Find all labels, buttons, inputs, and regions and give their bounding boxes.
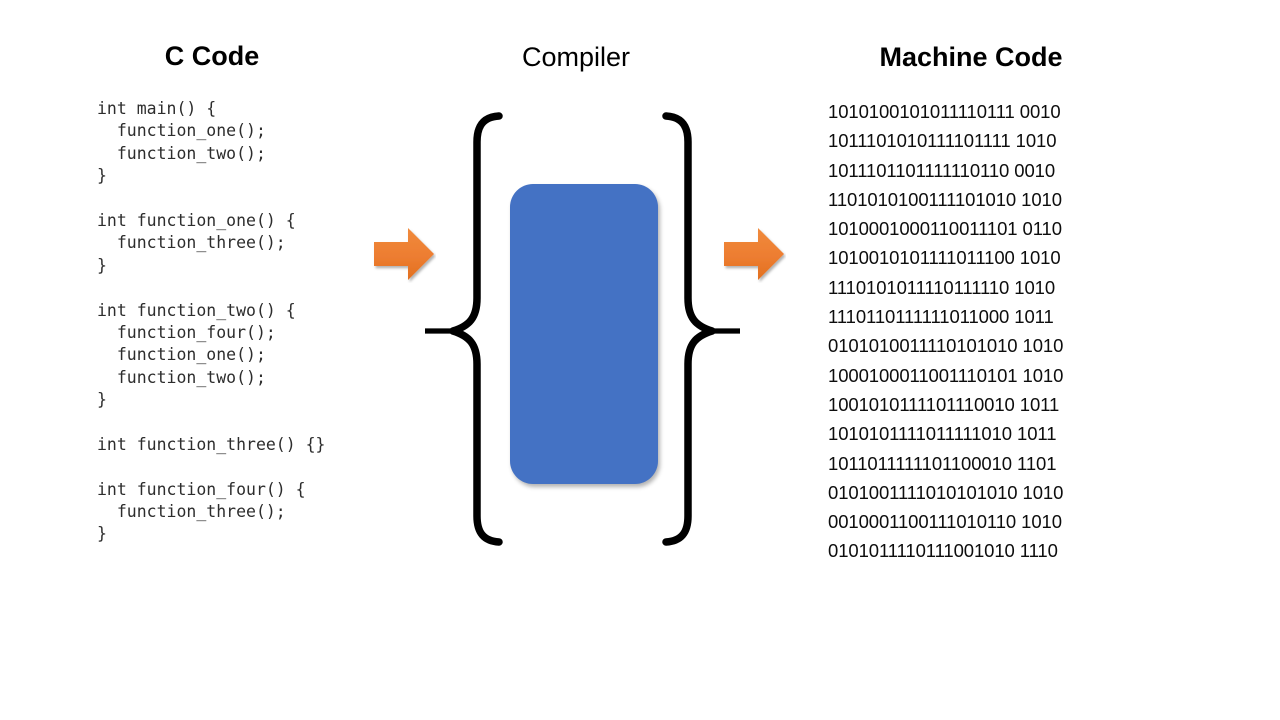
- code-line: int function_four() {: [97, 479, 306, 499]
- machine-code-listing: 1010100101011110111 0010 1011101010111101…: [828, 97, 1118, 566]
- code-line: function_three();: [97, 233, 286, 253]
- code-line: [97, 411, 427, 433]
- page-title-c-code: C Code: [164, 41, 260, 71]
- code-line: }: [97, 390, 107, 410]
- binary-line: 0101001111010101010 1010: [828, 481, 1064, 503]
- code-line: int main() {: [97, 99, 217, 118]
- right-curly-brace-icon: [640, 112, 743, 546]
- code-line: int function_one() {: [97, 210, 296, 230]
- binary-line: 1101010100111101010 1010: [828, 188, 1062, 210]
- code-line: int function_two() {: [97, 300, 296, 320]
- code-line: function_one();: [97, 121, 266, 141]
- code-line: int function_three() {}: [97, 434, 326, 454]
- code-line: [97, 456, 427, 478]
- page-title-compiler: Compiler: [521, 42, 631, 72]
- code-line: [97, 188, 427, 210]
- code-line: function_two();: [97, 143, 266, 163]
- binary-line: 1110101011110111110 1010: [828, 276, 1056, 298]
- binary-line: 1010010101111011100 1010: [828, 247, 1061, 269]
- binary-line: 1011101101111110110 0010: [828, 159, 1056, 181]
- code-line: function_two();: [97, 367, 266, 387]
- binary-line: 1011101010111101111 1010: [828, 130, 1057, 152]
- code-line: function_four();: [97, 322, 276, 342]
- binary-line: 1001010111101110010 1011: [828, 393, 1060, 415]
- right-arrow-icon: [722, 225, 786, 283]
- left-curly-brace-icon: [422, 112, 525, 546]
- binary-line: 0101010011110101010 1010: [828, 335, 1064, 357]
- binary-line: 1010100101011110111 0010: [828, 101, 1061, 122]
- binary-line: 1110110111111011000 1011: [828, 306, 1054, 328]
- right-arrow-icon: [372, 225, 436, 283]
- binary-line: 1000100011001110101 1010: [828, 364, 1064, 386]
- page-title-machine-code: Machine Code: [879, 42, 1063, 72]
- code-line: }: [97, 166, 107, 186]
- code-line: }: [97, 524, 107, 544]
- binary-line: 0010001100111010110 1010: [828, 511, 1062, 533]
- compiler-process-box: [510, 184, 658, 484]
- c-code-listing: int main() { function_one(); function_tw…: [97, 98, 427, 546]
- binary-line: 1010001000110011101 0110: [828, 218, 1062, 240]
- code-line: function_one();: [97, 345, 266, 365]
- code-line: }: [97, 255, 107, 275]
- binary-line: 1011011111101100010 1101: [828, 452, 1057, 474]
- binary-line: 1010101111011111010 1011: [828, 423, 1057, 445]
- code-line: function_three();: [97, 502, 286, 522]
- binary-line: 0101011110111001010 1110: [828, 540, 1058, 562]
